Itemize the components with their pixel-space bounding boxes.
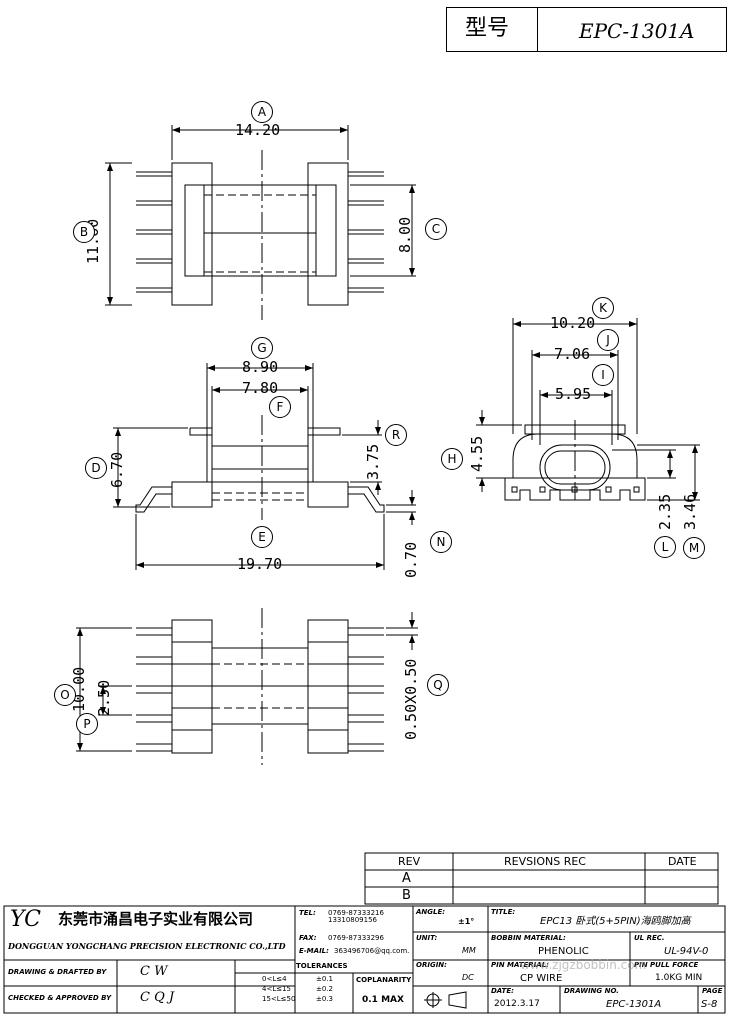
label-j: J	[597, 329, 619, 351]
tel-value: 0769-87333216 13310809156	[328, 909, 384, 924]
company-logo: YC	[10, 907, 41, 932]
drawing-no-label: DRAWING NO.	[564, 987, 619, 995]
fax-label: FAX:	[299, 934, 317, 942]
dim-f-value: 7.80	[242, 379, 279, 397]
bobbin-material-label: BOBBIN MATERIAL:	[491, 934, 566, 942]
dim-e-value: 19.70	[237, 555, 283, 573]
label-h: H	[441, 448, 463, 470]
rev-row-a: A	[402, 871, 411, 886]
top-view	[105, 125, 416, 320]
label-n: N	[430, 531, 452, 553]
revisions-header: REVSIONS REC	[504, 855, 586, 868]
model-label: 型号	[465, 16, 510, 41]
tol-range-2: 4<L≤15	[262, 985, 291, 993]
drawn-by-label: DRAWING & DRAFTED BY	[8, 968, 107, 976]
ul-rec-label: UL REC.	[634, 934, 665, 942]
header-box: 型号 EPC-1301A	[446, 7, 727, 52]
checked-by-label: CHECKED & APPROVED BY	[8, 994, 112, 1002]
ul-rec-value: UL-94V-0	[664, 946, 709, 957]
tol-value-1: ±0.1	[316, 975, 333, 983]
drawn-by-value: C W	[140, 964, 168, 979]
origin-value: DC	[462, 973, 474, 982]
dim-d-value: 6.70	[108, 451, 126, 488]
label-p: P	[76, 713, 98, 735]
page-label: PAGE	[702, 987, 723, 995]
title-value: EPC13 卧式(5+5PIN)海鸥脚加高	[540, 916, 691, 927]
label-d: D	[85, 457, 107, 479]
page-value: S-8	[701, 999, 718, 1010]
label-c: C	[425, 218, 447, 240]
unit-value: MM	[462, 946, 476, 955]
label-i: I	[592, 364, 614, 386]
email-label: E-MAIL:	[299, 947, 329, 955]
label-f: F	[269, 396, 291, 418]
dim-p-value: 2.50	[95, 679, 113, 716]
origin-label: ORIGIN:	[416, 961, 447, 969]
label-r: R	[385, 424, 407, 446]
pin-pull-value: 1.0KG MIN	[655, 973, 703, 983]
angle-label: ANGLE:	[416, 908, 446, 916]
dim-h-value: 4.55	[468, 435, 486, 472]
checked-by-value: C Q J	[140, 990, 175, 1005]
front-view	[113, 363, 416, 570]
dim-l-value: 2.35	[656, 493, 674, 530]
rev-row-b: B	[402, 888, 411, 903]
title-label: TITLE:	[491, 908, 516, 916]
revision-table	[364, 852, 719, 905]
fax-value: 0769-87333296	[328, 934, 384, 942]
label-l: L	[654, 536, 676, 558]
label-q: Q	[427, 674, 449, 696]
date-value: 2012.3.17	[494, 999, 540, 1009]
label-e: E	[251, 526, 273, 548]
unit-label: UNIT:	[416, 934, 438, 942]
label-k: K	[592, 297, 614, 319]
tolerances-label: TOLERANCES	[296, 962, 348, 970]
model-number: EPC-1301A	[579, 19, 695, 43]
watermark: www.zjgzbobbin.com	[520, 958, 647, 972]
label-o: O	[54, 684, 76, 706]
dim-q-value: 0.50X0.50	[402, 658, 420, 740]
dim-a-value: 14.20	[235, 121, 281, 139]
title-block	[3, 905, 726, 1014]
tol-value-3: ±0.3	[316, 995, 333, 1003]
dim-g-value: 8.90	[242, 358, 279, 376]
dim-r-value: 3.75	[364, 443, 382, 480]
label-a: A	[251, 101, 273, 123]
label-m: M	[683, 537, 705, 559]
dim-i-value: 5.95	[555, 385, 592, 403]
pin-material-value: CP WIRE	[520, 973, 563, 984]
dim-n-value: 0.70	[402, 541, 420, 578]
bobbin-material-value: PHENOLIC	[538, 946, 589, 957]
dim-m-value: 3.46	[681, 493, 699, 530]
company-name-cn: 东莞市涌昌电子实业有限公司	[58, 910, 254, 928]
tol-range-1: 0<L≤4	[262, 975, 287, 983]
angle-value: ±1°	[458, 917, 475, 926]
coplanarity-label: COPLANARITY	[356, 976, 412, 984]
pin-material-label: PIN MATERIAL:	[491, 961, 549, 969]
rev-header: REV	[398, 855, 421, 868]
label-g: G	[251, 337, 273, 359]
email-value: 363496706@qq.com.	[334, 947, 410, 955]
coplanarity-value: 0.1 MAX	[362, 995, 404, 1005]
dim-c-value: 8.00	[396, 216, 414, 253]
tol-range-3: 15<L≤50	[262, 995, 296, 1003]
bottom-view	[76, 608, 418, 765]
dim-k-value: 10.20	[550, 314, 596, 332]
tol-value-2: ±0.2	[316, 985, 333, 993]
tel-label: TEL:	[299, 909, 316, 917]
drawing-no-value: EPC-1301A	[606, 999, 662, 1010]
date-label: DATE:	[491, 987, 514, 995]
company-name-en: DONGGUAN YONGCHANG PRECISION ELECTRONIC …	[8, 941, 286, 951]
pin-pull-label: PIN PULL FORCE	[634, 961, 699, 969]
date-header: DATE	[668, 855, 697, 868]
label-b: B	[73, 221, 95, 243]
dim-j-value: 7.06	[554, 345, 591, 363]
